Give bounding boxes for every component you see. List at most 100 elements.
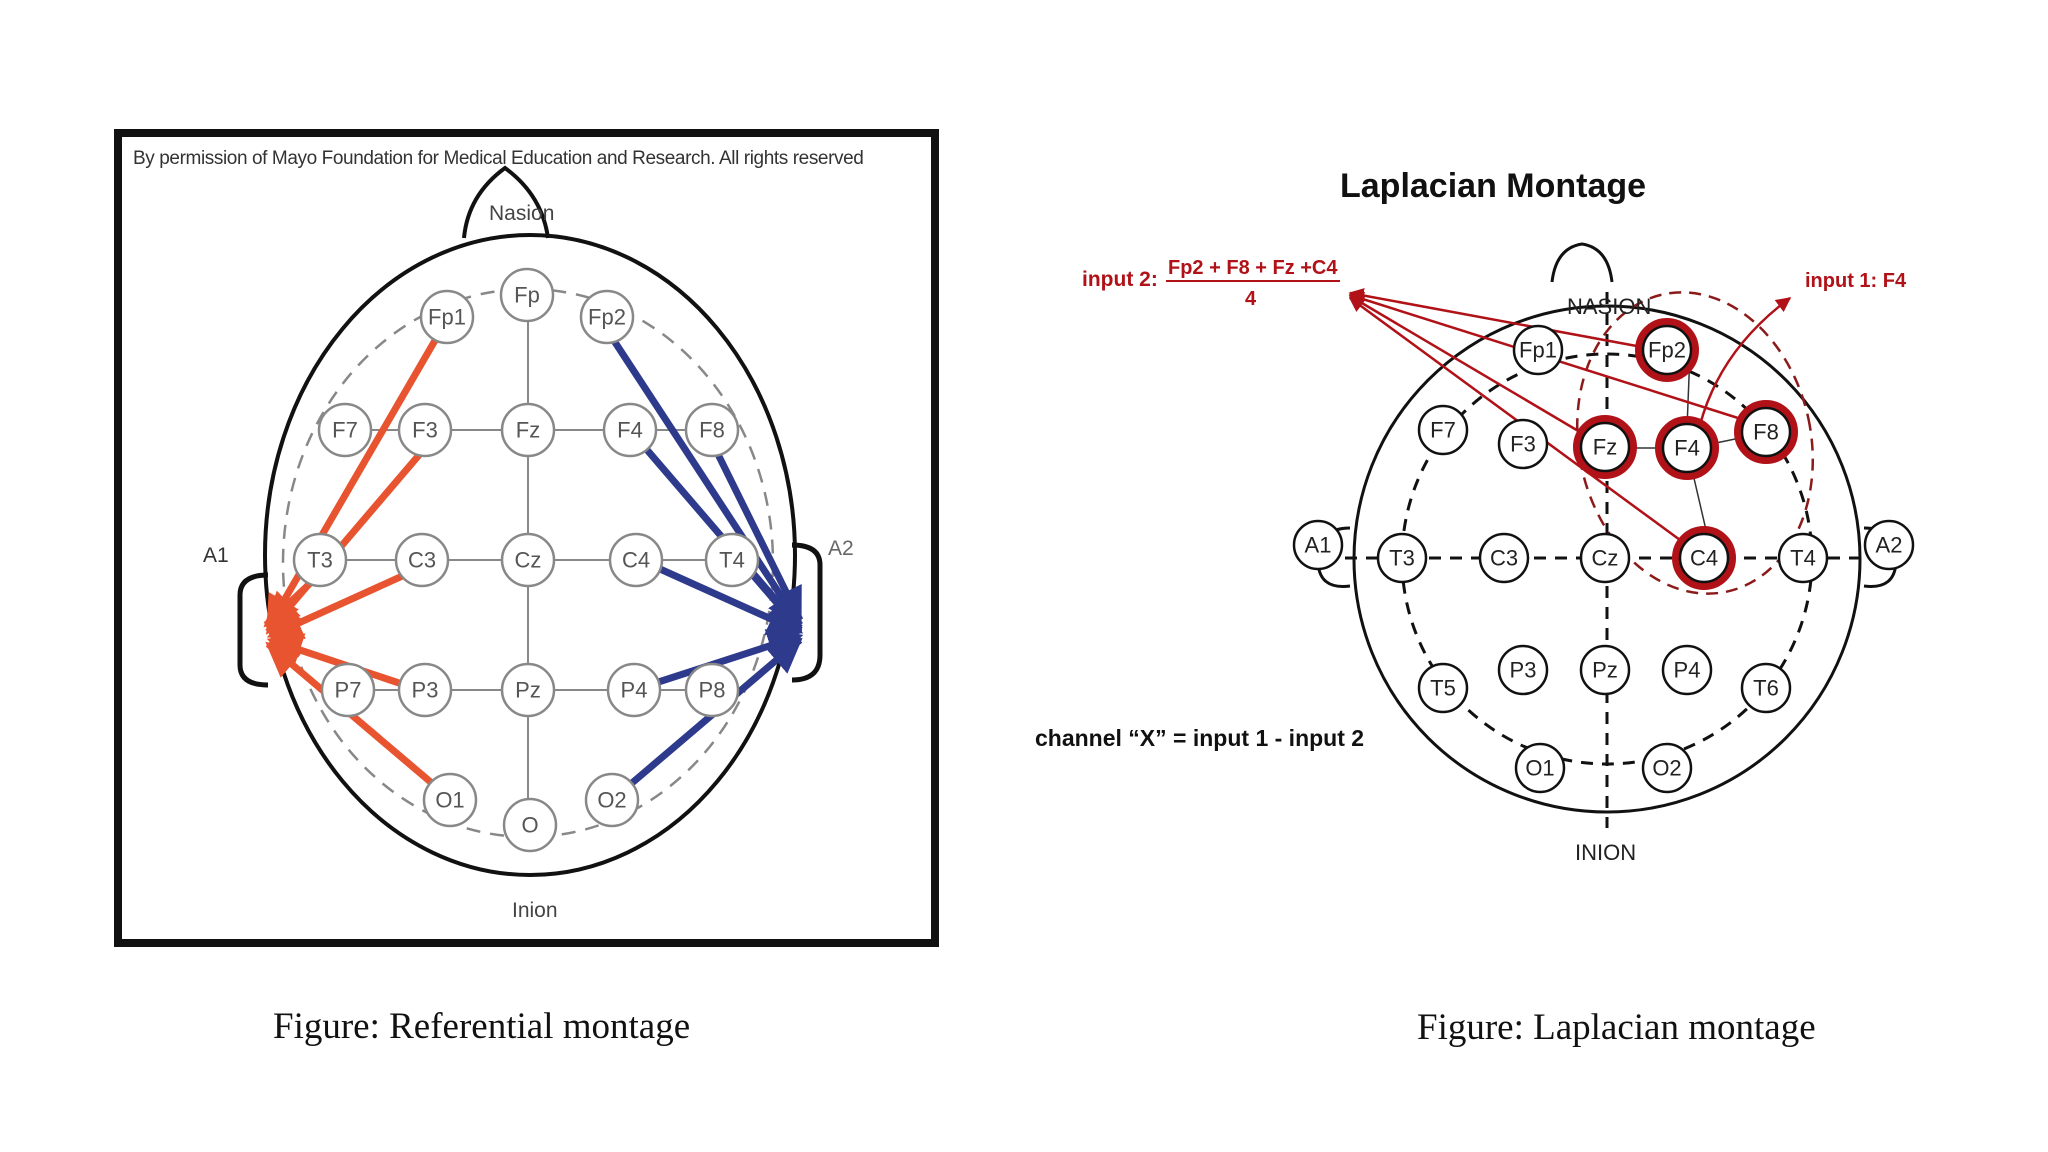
- electrode-o2: O2: [1641, 742, 1693, 794]
- electrode-o1: O1: [1514, 742, 1566, 794]
- electrode-t4: T4: [704, 532, 760, 588]
- electrode-c4: C4: [608, 532, 664, 588]
- svg-text:C3: C3: [408, 548, 436, 573]
- electrode-c3: C3: [1478, 532, 1530, 584]
- arrow-o2-a2: [609, 637, 803, 803]
- electrode-p4: P4: [606, 662, 662, 718]
- arrow-fp2-a2: [604, 328, 803, 628]
- svg-text:Cz: Cz: [515, 548, 542, 573]
- svg-text:A1: A1: [1305, 533, 1332, 558]
- input2-denominator: 4: [1245, 288, 1257, 310]
- svg-text:F8: F8: [699, 418, 725, 443]
- svg-text:P4: P4: [621, 678, 648, 703]
- electrode-p3: P3: [397, 662, 453, 718]
- electrode-f4: F4: [602, 402, 658, 458]
- permission-text: By permission of Mayo Foundation for Med…: [133, 148, 863, 169]
- referential-caption: Figure: Referential montage: [273, 1006, 691, 1047]
- electrode-cz: Cz: [1579, 532, 1631, 584]
- arrow-c4-input2: [1348, 296, 1681, 542]
- arrow-fp2-input2: [1348, 288, 1643, 349]
- electrode-pz: Pz: [500, 662, 556, 718]
- electrode-p3: P3: [1497, 644, 1549, 696]
- svg-text:Fp2: Fp2: [1648, 338, 1686, 363]
- arrow-fz-input2: [1348, 294, 1581, 434]
- svg-text:Pz: Pz: [515, 678, 541, 703]
- svg-text:T3: T3: [1389, 546, 1415, 571]
- svg-text:O: O: [521, 813, 538, 838]
- electrode-o2: O2: [584, 772, 640, 828]
- svg-text:Cz: Cz: [1592, 546, 1619, 571]
- svg-text:P3: P3: [412, 678, 439, 703]
- arrow-o1-a1: [265, 641, 443, 793]
- electrode-f3: F3: [1497, 418, 1549, 470]
- svg-text:F4: F4: [617, 418, 643, 443]
- electrode-pz: Pz: [1579, 644, 1631, 696]
- nose-shape: [1550, 242, 1614, 283]
- electrode-t3: T3: [1376, 532, 1428, 584]
- referential-diagram: By permission of Mayo Foundation for Med…: [114, 129, 939, 947]
- electrode-f8: F8: [1734, 400, 1798, 464]
- electrode-t3: T3: [292, 532, 348, 588]
- arrow-f8-a2: [701, 426, 804, 624]
- electrode-fz: Fz: [1573, 415, 1637, 479]
- svg-text:P3: P3: [1510, 658, 1537, 683]
- input1-label: input 1: F4: [1805, 270, 1907, 292]
- nasion-label: NASION: [1567, 294, 1651, 319]
- svg-text:T3: T3: [307, 548, 333, 573]
- electrode-fz: Fz: [500, 402, 556, 458]
- svg-text:Fp: Fp: [514, 283, 540, 308]
- electrode-p7: P7: [320, 662, 376, 718]
- svg-text:Pz: Pz: [1592, 658, 1618, 683]
- electrode-cz: Cz: [500, 532, 556, 588]
- right-ear-label: A2: [828, 537, 854, 560]
- svg-text:F8: F8: [1753, 420, 1779, 445]
- svg-text:C4: C4: [622, 548, 650, 573]
- svg-text:F7: F7: [1430, 418, 1456, 443]
- arrow-fp1-a1: [264, 335, 441, 632]
- electrode-fp1: Fp1: [1512, 324, 1564, 376]
- svg-text:F3: F3: [412, 418, 438, 443]
- laplacian-caption: Figure: Laplacian montage: [1417, 1007, 1816, 1048]
- svg-text:O2: O2: [1652, 756, 1681, 781]
- electrode-f7: F7: [1417, 404, 1469, 456]
- svg-text:C3: C3: [1490, 546, 1518, 571]
- channel-formula: channel “X” = input 1 - input 2: [1035, 725, 1364, 751]
- electrode-fp2: Fp2: [579, 289, 635, 345]
- left-ear: [237, 572, 269, 688]
- electrode-c3: C3: [394, 532, 450, 588]
- input2-prefix: input 2:: [1082, 268, 1158, 291]
- svg-text:T4: T4: [1790, 546, 1816, 571]
- svg-text:A2: A2: [1876, 533, 1903, 558]
- electrode-t5: T5: [1417, 662, 1469, 714]
- electrode-p4: P4: [1661, 644, 1713, 696]
- inion-label: Inion: [512, 899, 558, 922]
- svg-text:Fz: Fz: [1593, 435, 1617, 460]
- right-ear: [791, 542, 823, 683]
- svg-text:Fp1: Fp1: [1519, 338, 1557, 363]
- svg-text:Fz: Fz: [516, 418, 540, 443]
- nose-shape: [462, 165, 550, 239]
- arrow-f4-input1: [1698, 296, 1792, 426]
- electrode-fp: Fp: [499, 267, 555, 323]
- svg-text:T4: T4: [719, 548, 745, 573]
- left-ear-label: A1: [203, 544, 229, 567]
- svg-text:F7: F7: [332, 418, 358, 443]
- svg-text:P8: P8: [699, 678, 726, 703]
- svg-text:P4: P4: [1674, 658, 1701, 683]
- svg-text:Fp1: Fp1: [428, 305, 466, 330]
- electrode-c4: C4: [1672, 526, 1736, 590]
- head-outline: [263, 233, 797, 877]
- inion-label: INION: [1575, 840, 1636, 865]
- svg-text:F3: F3: [1510, 432, 1536, 457]
- electrode-t6: T6: [1740, 662, 1792, 714]
- electrode-f3: F3: [397, 402, 453, 458]
- svg-text:O2: O2: [597, 788, 626, 813]
- electrode-a1: A1: [1292, 519, 1344, 571]
- electrode-fp2: Fp2: [1635, 318, 1699, 382]
- svg-text:T6: T6: [1753, 676, 1779, 701]
- electrode-t4: T4: [1777, 532, 1829, 584]
- nasion-label: Nasion: [489, 202, 554, 225]
